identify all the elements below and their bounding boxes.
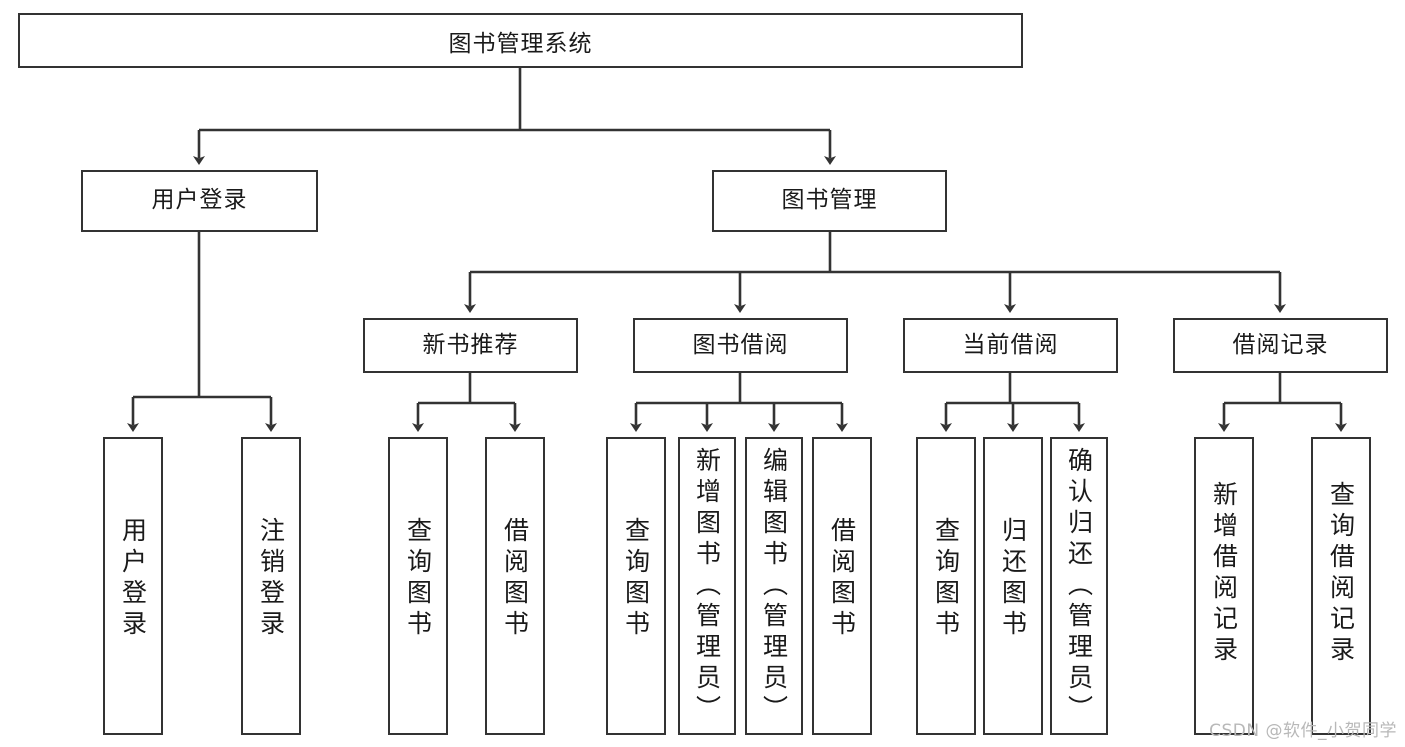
node-borrow-record-label: 借阅记录 [1232, 331, 1329, 358]
node-book-borrow-label: 图书借阅 [692, 331, 789, 358]
node-user-login-label: 用户登录 [151, 187, 248, 214]
leaf-edit-book-admin[interactable]: 编辑图书（管理员） [745, 437, 803, 735]
leaf-query-book-current[interactable]: 查询图书 [916, 437, 976, 735]
node-book-manage[interactable]: 图书管理 [712, 170, 947, 232]
node-borrow-record[interactable]: 借阅记录 [1173, 318, 1388, 373]
leaf-user-login-label: 用户登录 [118, 517, 148, 641]
node-new-book-recommend-label: 新书推荐 [422, 331, 519, 358]
leaf-query-book-current-label: 查询图书 [931, 517, 961, 641]
leaf-query-book-newbook[interactable]: 查询图书 [388, 437, 448, 735]
node-book-borrow[interactable]: 图书借阅 [633, 318, 848, 373]
leaf-add-borrow-record-label: 新增借阅记录 [1209, 481, 1239, 667]
node-root-system[interactable]: 图书管理系统 [18, 13, 1023, 68]
leaf-query-book-newbook-label: 查询图书 [403, 517, 433, 641]
leaf-logout-label: 注销登录 [256, 517, 286, 641]
leaf-edit-book-admin-label: 编辑图书（管理员） [759, 447, 789, 726]
node-root-label: 图书管理系统 [448, 30, 593, 57]
leaf-return-book-label: 归还图书 [998, 517, 1028, 641]
leaf-query-book-borrow-label: 查询图书 [621, 517, 651, 641]
node-new-book-recommend[interactable]: 新书推荐 [363, 318, 578, 373]
leaf-return-book[interactable]: 归还图书 [983, 437, 1043, 735]
leaf-user-login[interactable]: 用户登录 [103, 437, 163, 735]
leaf-borrow-book-borrow-label: 借阅图书 [827, 517, 857, 641]
leaf-add-borrow-record[interactable]: 新增借阅记录 [1194, 437, 1254, 735]
node-current-borrow[interactable]: 当前借阅 [903, 318, 1118, 373]
leaf-add-book-admin-label: 新增图书（管理员） [692, 447, 722, 726]
leaf-confirm-return-admin[interactable]: 确认归还（管理员） [1050, 437, 1108, 735]
leaf-confirm-return-admin-label: 确认归还（管理员） [1064, 447, 1094, 726]
leaf-borrow-book-newbook[interactable]: 借阅图书 [485, 437, 545, 735]
node-current-borrow-label: 当前借阅 [962, 331, 1059, 358]
leaf-query-book-borrow[interactable]: 查询图书 [606, 437, 666, 735]
leaf-query-borrow-record[interactable]: 查询借阅记录 [1311, 437, 1371, 735]
node-user-login[interactable]: 用户登录 [81, 170, 318, 232]
node-book-manage-label: 图书管理 [781, 187, 878, 214]
leaf-borrow-book-newbook-label: 借阅图书 [500, 517, 530, 641]
leaf-query-borrow-record-label: 查询借阅记录 [1326, 481, 1356, 667]
leaf-logout[interactable]: 注销登录 [241, 437, 301, 735]
leaf-borrow-book-borrow[interactable]: 借阅图书 [812, 437, 872, 735]
leaf-add-book-admin[interactable]: 新增图书（管理员） [678, 437, 736, 735]
